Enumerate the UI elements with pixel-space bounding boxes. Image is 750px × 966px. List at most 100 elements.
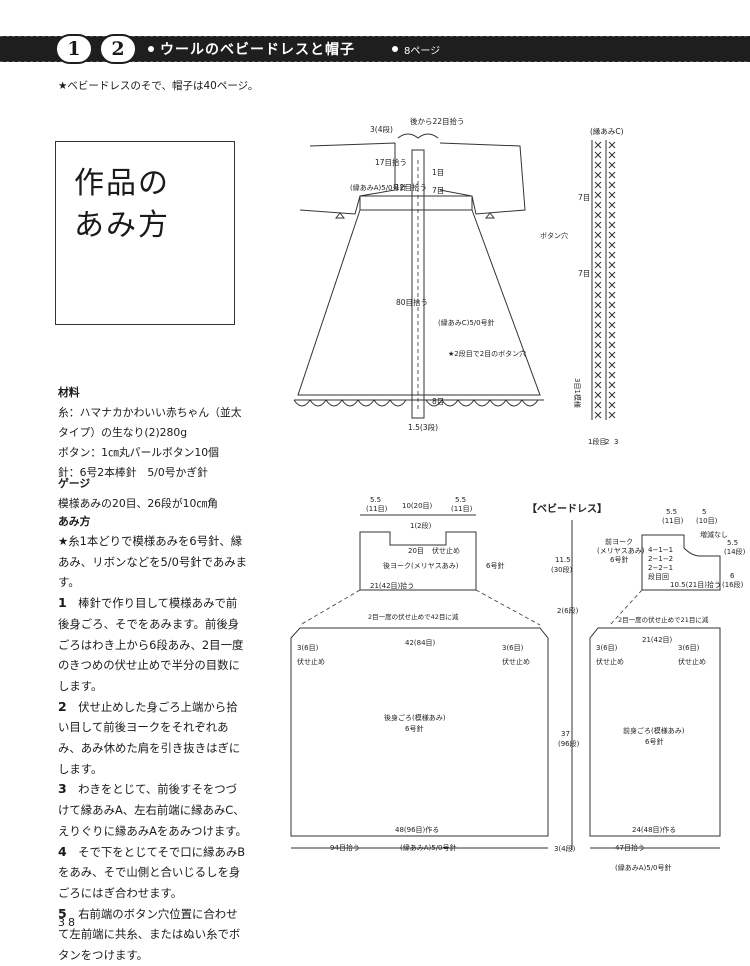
stitch-symbol	[594, 251, 602, 259]
back-l2: 伏せ止め	[297, 657, 325, 666]
stitch-symbol	[608, 211, 616, 219]
item-number-badge-1: 1	[55, 34, 93, 64]
label-band-pick: 80目拾う	[396, 297, 428, 307]
front-body	[589, 627, 721, 837]
stitch-symbol	[608, 221, 616, 229]
front-cast: 24(48目)作る	[632, 825, 676, 834]
label-neck-pick: 後から22目拾う	[410, 116, 465, 126]
materials-yarn: 糸：ハマナカかわいい赤ちゃん（並太	[58, 406, 242, 419]
method-heading: あみ方	[58, 515, 91, 528]
back-neck: 20目	[408, 547, 424, 555]
stitch-symbol	[594, 321, 602, 329]
stitch-symbol	[608, 341, 616, 349]
stitch-symbol	[608, 141, 616, 149]
back-body-h: 37	[561, 730, 570, 738]
front-inc: 増減なし	[700, 530, 728, 539]
front-schematic: 5.5 (11目) 5 (10目) 前ヨーク (メリヤスあみ) 6号針 増減なし…	[589, 508, 746, 872]
stitch-symbol	[608, 331, 616, 339]
stitch-symbol	[608, 241, 616, 249]
back-schematic: 5.5 (11目) 10(20目) 5.5 (11目) 1(2段) 20目 伏せ…	[290, 496, 580, 853]
stitch-symbol	[608, 291, 616, 299]
back-r1: 3(6目)	[502, 644, 524, 652]
gauge-text: 模様あみの20目、26段が10㎝角	[58, 497, 218, 510]
front-r2: 伏せ止め	[678, 657, 706, 666]
front-h1b: (14段)	[724, 547, 746, 556]
stitch-symbol	[594, 211, 602, 219]
stitch-symbol	[608, 191, 616, 199]
label-bottom-rows: 1.5(3段)	[408, 422, 438, 432]
front-width: 21(42目)	[642, 636, 673, 644]
back-r2: 伏せ止め	[502, 657, 530, 666]
stitch-symbol	[608, 411, 616, 419]
front-edgeA: (縁あみA)5/0号針	[615, 863, 672, 872]
back-gather-lines	[299, 589, 541, 626]
dress-hem-scallop	[293, 399, 407, 407]
back-width: 42(84目)	[405, 639, 436, 647]
header-title: ウールのベビードレスと帽子	[148, 39, 355, 59]
dress-front-band	[411, 149, 425, 419]
label-edge-a: (縁あみA)5/0号針	[350, 183, 407, 192]
back-dec-h: 2(6段)	[557, 606, 579, 615]
materials-heading: 材料	[58, 386, 80, 399]
front-rows4: 段目回	[648, 572, 669, 581]
stitch-symbol	[594, 201, 602, 209]
label-buttonhole: ★2段目で2目のボタン穴	[448, 349, 526, 358]
stitch-symbol	[594, 311, 602, 319]
stitch-symbol	[594, 171, 602, 179]
stitch-symbol	[608, 301, 616, 309]
stitch-symbol	[594, 371, 602, 379]
back-body-label: 後身ごろ(模様あみ)	[384, 713, 446, 722]
back-yoke-width: 21(42目)拾う	[370, 581, 414, 590]
stitch-symbol	[594, 351, 602, 359]
front-w1: 5.5	[666, 508, 677, 516]
stitch-symbol	[594, 151, 602, 159]
header-bar: 1 2 ウールのベビードレスと帽子 8ページ	[0, 34, 750, 64]
stitch-symbol	[594, 401, 602, 409]
label-collar-pick: 17目拾う	[375, 157, 407, 167]
dress-illustration: 後から22目拾う 3(4段) 17目拾う 1目 (縁あみA)5/0号針 12目拾…	[293, 116, 544, 432]
label-collar-rows: 3(4段)	[370, 124, 393, 134]
front-w1b: (11目)	[662, 517, 684, 525]
stitch-symbol	[608, 381, 616, 389]
step-3: 3 わきをとじて、前後すそをつづけて縁あみA、左右前端に縁あみC、えりぐりに縁あ…	[58, 781, 247, 838]
dress-collar	[397, 133, 439, 139]
back-pick: 94目拾う	[330, 843, 360, 852]
back-yoke-needle: 6号針	[486, 561, 504, 570]
stitch-symbol	[594, 231, 602, 239]
back-w3: 5.5	[455, 496, 466, 504]
edge-chart-c: (縁あみC) 7目 ボタン穴 7目 3目1模様 1段目 2 3	[540, 126, 624, 446]
stitch-symbol	[608, 401, 616, 409]
stitch-symbol	[594, 141, 602, 149]
front-pick: 10.5(21目)拾う	[670, 580, 721, 589]
front-l1: 3(6目)	[596, 644, 618, 652]
step-2: 2 伏せ止めした身ごろ上端から拾い目して前後ヨークをそれぞれあみ、あみ休めた肩を…	[58, 698, 241, 776]
front-h1: 5.5	[727, 539, 738, 547]
chart-label-repeat: 3目1模様	[573, 378, 582, 408]
front-body-needle: 6号針	[645, 737, 663, 746]
front-body-label: 前身ごろ(模様あみ)	[623, 726, 685, 735]
front-h2: 6	[730, 572, 735, 580]
back-edgeA: (縁あみA)5/0号針	[400, 843, 457, 852]
front-yoke-needle: 6号針	[610, 555, 628, 564]
front-rows1: 4−1−1	[648, 546, 673, 554]
stitch-symbol	[608, 311, 616, 319]
bullet-icon	[392, 46, 398, 52]
chart-label-7a: 7目	[578, 193, 590, 202]
stitch-symbol	[608, 231, 616, 239]
materials-button: ボタン：1㎝丸パールボタン10個	[58, 446, 219, 459]
stitch-symbol	[594, 331, 602, 339]
stitch-symbol	[594, 161, 602, 169]
header-page-ref: 8ページ	[392, 42, 440, 57]
back-w3b: (11目)	[451, 505, 473, 513]
back-body	[290, 627, 549, 837]
label-8-stitch: 8目	[432, 397, 444, 406]
stitch-symbol	[594, 241, 602, 249]
label-one-stitch: 1目	[432, 168, 444, 177]
chart-stitch-symbols	[594, 141, 616, 419]
stitch-symbol	[594, 281, 602, 289]
stitch-symbol	[608, 391, 616, 399]
stitch-symbol	[594, 221, 602, 229]
front-rows3: 2−2−1	[648, 564, 673, 572]
front-w2: 5	[702, 508, 706, 516]
